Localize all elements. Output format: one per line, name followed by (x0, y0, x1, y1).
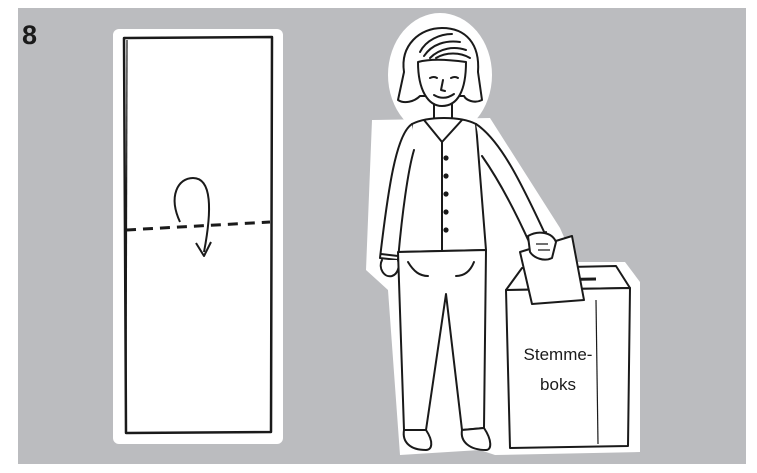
ballot-box-label-line1: Stemme- (524, 345, 593, 364)
inserted-ballot (520, 233, 584, 304)
ballot-box-label-line2: boks (540, 375, 576, 394)
ballot-paper-icon (113, 29, 283, 444)
